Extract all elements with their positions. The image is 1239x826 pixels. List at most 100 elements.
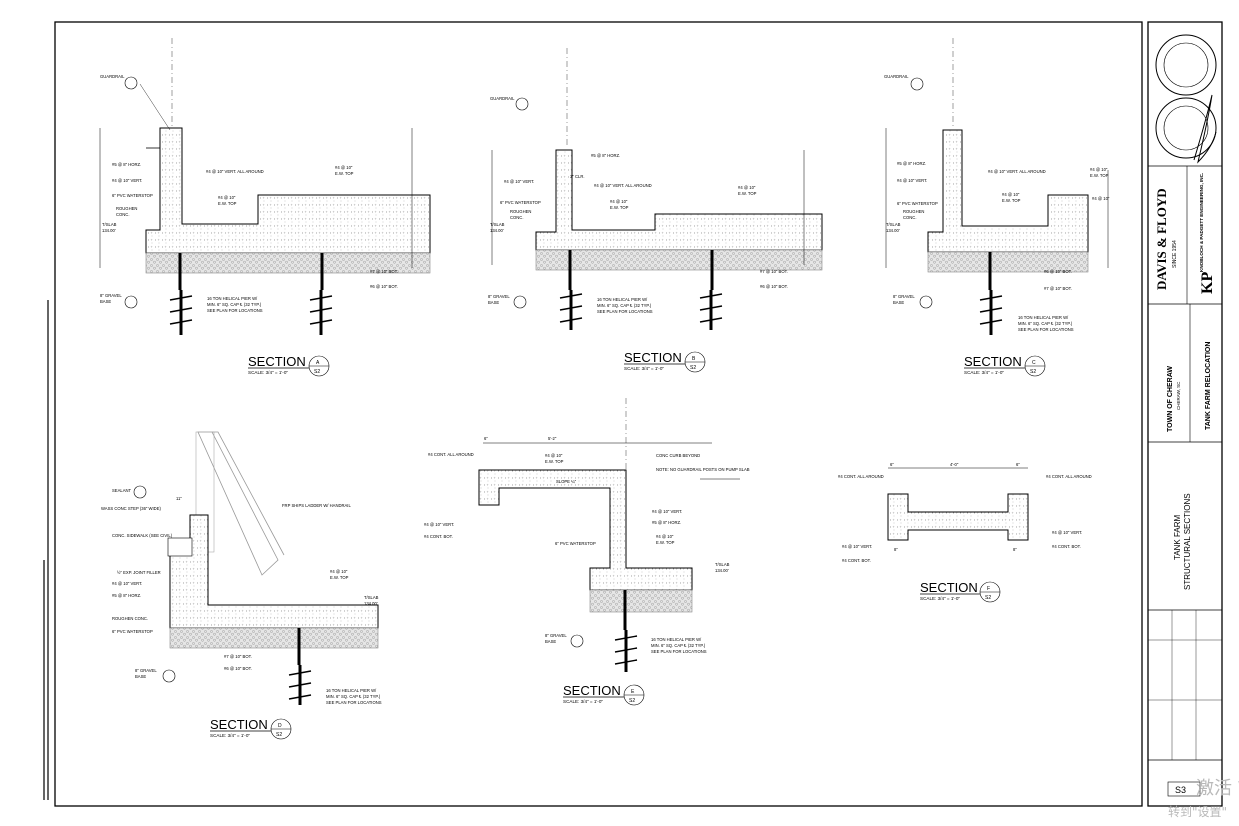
client-name: TOWN OF CHERAW <box>1167 366 1174 432</box>
note-top-e-2: E.W. TOP <box>545 459 564 464</box>
note-top-right: #4 @ 10" <box>335 165 353 170</box>
guardrail-label-b: GUARDRAIL <box>490 96 515 101</box>
note-clr-b: 3" CLR. <box>570 174 585 179</box>
note-gravel-e-2: BASE <box>545 639 556 644</box>
dim-11: 11" <box>176 496 182 501</box>
note-gravel-b-2: BASE <box>488 300 499 305</box>
note-roughen-c-2: CONC. <box>903 215 917 220</box>
note-cont-bot-e: #4 CONT. BOT. <box>424 534 453 539</box>
project-name: TANK FARM RELOCATION <box>1205 342 1212 430</box>
note-top-right-2: E.W. TOP <box>335 171 354 176</box>
note-vert-c: #4 @ 10" VERT. <box>897 178 927 183</box>
note-vert-b: #4 @ 10" VERT. <box>504 179 534 184</box>
note-sealant: SEALANT <box>112 488 132 493</box>
note-vert-d: #4 @ 10" VERT. <box>112 581 142 586</box>
note-top-2: E.W. TOP <box>218 201 237 206</box>
section-d-detail: SEALANT WASS CONC STEP (36" WIDE) 11" CO… <box>101 431 382 740</box>
note-top-d-2: E.W. TOP <box>330 575 349 580</box>
note-waterstop-b: 6" PVC WATERSTOP <box>500 200 541 205</box>
note-top: #4 @ 10" <box>218 195 236 200</box>
note-top-c: #4 @ 10" <box>1002 192 1020 197</box>
note-top-e-right-2: E.W. TOP <box>656 540 675 545</box>
drawing-title-1: TANK FARM <box>1173 514 1182 560</box>
partner-logo: KP <box>1199 272 1216 294</box>
note-horz-d: #5 @ 8" HORZ. <box>112 593 141 598</box>
dim-6-f: 6" <box>890 462 894 467</box>
note-roughen-b: ROUGHEN <box>510 209 531 214</box>
dim-4-0: 4'-0" <box>950 462 959 467</box>
note-top-b-right-2: E.W. TOP <box>738 191 757 196</box>
note-roughen-d: ROUGHEN CONC. <box>112 616 148 621</box>
note-pier-b-2: MIN. 6" SQ. CAP ℄ (32 TYP.) <box>597 303 652 308</box>
note-cont-bot-f: #4 CONT. BOT. <box>842 558 871 563</box>
note-bot6-b: #6 @ 10" BOT. <box>760 284 788 289</box>
note-roughen-c: ROUGHEN <box>903 209 924 214</box>
section-b-scale: SCALE: 3/4" = 1'-0" <box>624 366 664 371</box>
note-pier-e-3: SEE PLAN FOR LOCATIONS <box>651 649 707 654</box>
note-vert-around: #4 @ 10" VERT. ALL AROUND <box>206 169 264 174</box>
dim-5-2: 5'-2" <box>548 436 557 441</box>
section-c-scale: SCALE: 3/4" = 1'-0" <box>964 370 1004 375</box>
section-c-ref: S2 <box>1030 369 1036 375</box>
section-a-ref: S2 <box>314 369 320 375</box>
note-pier-c-1: 16 TON HELICAL PIER W/ <box>1018 315 1069 320</box>
note-pier-e-2: MIN. 6" SQ. CAP ℄ (32 TYP.) <box>651 643 706 648</box>
note-vert-f: #4 @ 10" VERT. <box>842 544 872 549</box>
note-gravel-2: BASE <box>100 299 111 304</box>
section-f-title: SECTION <box>920 580 978 595</box>
note-pier-b-3: SEE PLAN FOR LOCATIONS <box>597 309 653 314</box>
firm-since: SINCE 1954 <box>1172 240 1178 268</box>
note-pier-2: MIN. 6" SQ. CAP ℄ (32 TYP.) <box>207 302 262 307</box>
title-block: DAVIS & FLOYD SINCE 1954 KP KNOBLOCH & P… <box>1148 34 1222 797</box>
section-a-detail: GUARDRAIL #5 @ 8" HORZ. #4 @ 10" VERT. 6… <box>99 38 431 377</box>
note-top-c-right: #4 @ 10" <box>1090 167 1108 172</box>
firm-name: DAVIS & FLOYD <box>1154 188 1169 290</box>
note-bot7-c: #7 @ 10" BOT. <box>1044 286 1072 291</box>
note-vert-e-2: #4 @ 10" VERT. <box>652 509 682 514</box>
note-waterstop: 6" PVC WATERSTOP <box>112 193 153 198</box>
note-vert: #4 @ 10" VERT. <box>112 178 142 183</box>
note-top-c-right-3: #4 @ 10" <box>1092 196 1110 201</box>
partner-name: KNOBLOCH & PADGETT ENGINEERING, INC. <box>1199 173 1204 272</box>
note-gravel-d: 8" GRAVEL <box>135 668 157 673</box>
note-pier-d-1: 16 TON HELICAL PIER W/ <box>326 688 377 693</box>
section-d-scale: SCALE: 3/4" = 1'-0" <box>210 733 250 738</box>
note-bot6-d: #6 @ 10" BOT. <box>224 666 252 671</box>
note-tslab-e-2: 134.00' <box>715 568 729 573</box>
note-horz: #5 @ 8" HORZ. <box>112 162 141 167</box>
section-d-title: SECTION <box>210 717 268 732</box>
section-e-ref: S2 <box>629 698 635 704</box>
note-top-d: #4 @ 10" <box>330 569 348 574</box>
sheet-border <box>54 21 1143 807</box>
client-location: CHERAW, SC <box>1176 381 1181 410</box>
note-tslab-c: T/SLAB <box>886 222 901 227</box>
section-f-ref: S2 <box>985 595 991 601</box>
note-ladder: FRP SHIPS LADDER W/ HANDRAIL <box>282 503 351 508</box>
note-tslab-d: T/SLAB <box>364 595 379 600</box>
dim-6-e: 6" <box>484 436 488 441</box>
section-e-letter: E <box>631 689 635 695</box>
note-pier-d-3: SEE PLAN FOR LOCATIONS <box>326 700 382 705</box>
note-horz-b: #5 @ 8" HORZ. <box>591 153 620 158</box>
note-sidewalk: CONC. SIDEWALK (SEE CIVIL) <box>112 533 173 538</box>
note-roughen-b-2: CONC. <box>510 215 524 220</box>
note-pier-d-2: MIN. 6" SQ. CAP ℄ (32 TYP.) <box>326 694 381 699</box>
note-vert-f-2: #4 @ 10" VERT. <box>1052 530 1082 535</box>
note-tslab-2: 134.00' <box>102 228 116 233</box>
activation-watermark-subtitle: 转到"设置" <box>1168 804 1227 819</box>
note-pier-e-1: 16 TON HELICAL PIER W/ <box>651 637 702 642</box>
sheet-number: S3 <box>1175 785 1186 795</box>
section-a-scale: SCALE: 3/4" = 1'-0" <box>248 370 288 375</box>
section-f-letter: F <box>987 586 990 592</box>
section-d-letter: D <box>278 723 282 729</box>
section-e-scale: SCALE: 3/4" = 1'-0" <box>563 699 603 704</box>
note-pier-b-1: 16 TON HELICAL PIER W/ <box>597 297 648 302</box>
drawing-title-2: STRUCTURAL SECTIONS <box>1183 493 1192 590</box>
note-vert-e: #4 @ 10" VERT. <box>424 522 454 527</box>
engineer-seal-bottom <box>1155 97 1217 159</box>
note-curb: CONC CURB BEYOND <box>656 453 700 458</box>
section-f-scale: SCALE: 3/4" = 1'-0" <box>920 596 960 601</box>
dim-8-f: 8" <box>894 547 898 552</box>
note-cont-all-f: #4 CONT. ALL AROUND <box>838 474 884 479</box>
